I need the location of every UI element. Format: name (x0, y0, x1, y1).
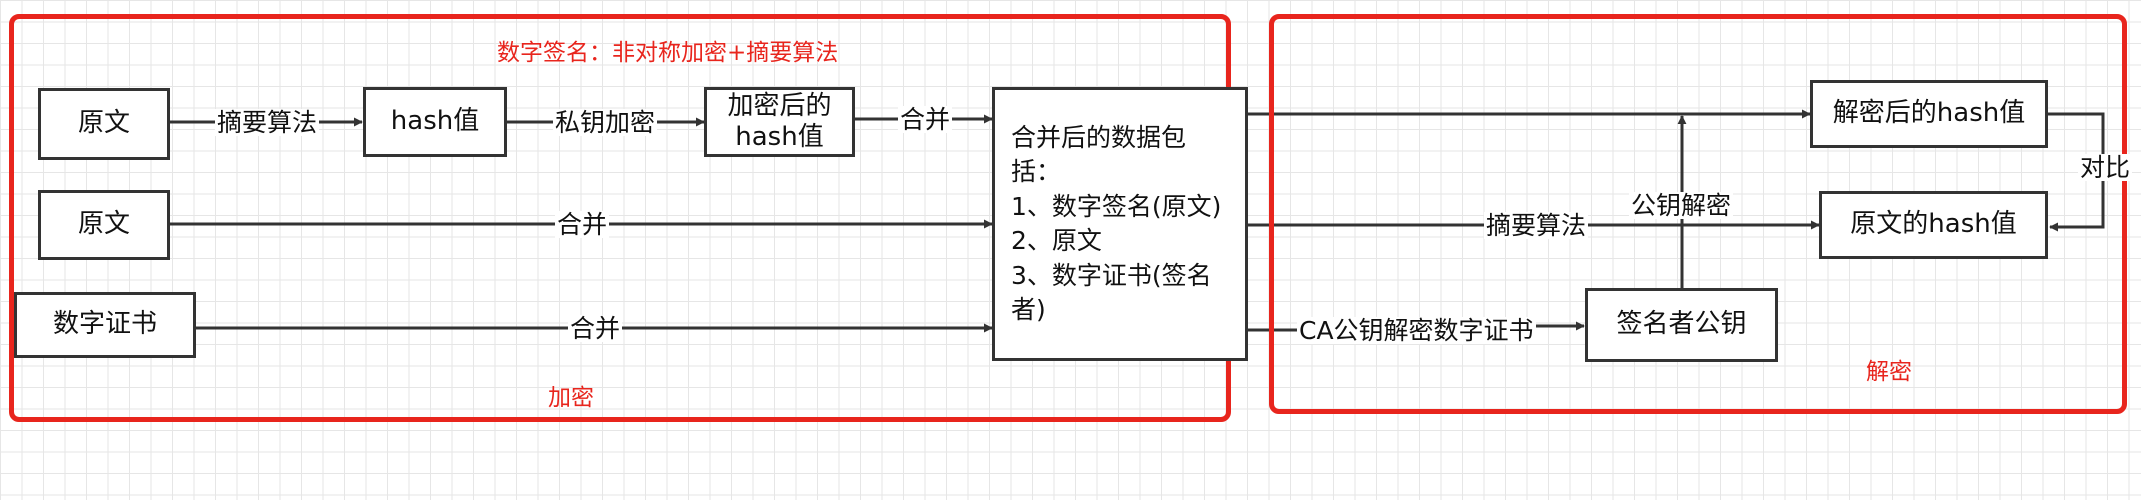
node-decrypted-hash-label: 解密后的hash值 (1832, 98, 2026, 129)
node-certificate-label: 数字证书 (52, 309, 157, 340)
verify-region-label: 解密 (1866, 359, 1912, 385)
node-encrypted-hash-label: 加密后的 hash值 (727, 90, 832, 152)
edge-label-merge-2: 合并 (555, 210, 610, 239)
node-decrypted-hash: 解密后的hash值 (1810, 80, 2048, 148)
node-certificate: 数字证书 (14, 292, 196, 358)
node-hash-value-label: hash值 (390, 106, 480, 137)
edge-label-digest-2: 摘要算法 (1484, 211, 1589, 240)
sign-region-title: 数字签名：非对称加密+摘要算法 (497, 40, 839, 66)
edge-label-pubkey-decrypt: 公钥解密 (1629, 191, 1734, 220)
node-merged-package-label: 合并后的数据包 括： 1、数字签名(原文) 2、原文 3、数字证书(签名 者) (1011, 122, 1222, 325)
sign-region-label: 加密 (548, 385, 594, 411)
node-original-1-label: 原文 (77, 108, 130, 139)
node-signer-pubkey-label: 签名者公钥 (1616, 309, 1747, 340)
node-signer-pubkey: 签名者公钥 (1585, 288, 1778, 362)
node-hash-value: hash值 (363, 87, 507, 157)
node-original-2: 原文 (38, 190, 170, 260)
edge-label-ca-decrypt: CA公钥解密数字证书 (1297, 316, 1536, 345)
node-encrypted-hash: 加密后的 hash值 (704, 87, 855, 157)
node-original-hash: 原文的hash值 (1819, 191, 2048, 259)
edge-label-digest-1: 摘要算法 (215, 108, 320, 137)
verify-region (1269, 14, 2127, 414)
edge-label-merge-3: 合并 (568, 314, 623, 343)
edge-label-private-encrypt: 私钥加密 (553, 108, 658, 137)
node-original-1: 原文 (38, 88, 170, 160)
edge-label-compare: 对比 (2078, 153, 2133, 182)
node-merged-package: 合并后的数据包 括： 1、数字签名(原文) 2、原文 3、数字证书(签名 者) (992, 87, 1248, 361)
node-original-hash-label: 原文的hash值 (1850, 209, 2017, 240)
edge-label-merge-1: 合并 (898, 105, 953, 134)
node-original-2-label: 原文 (77, 209, 130, 240)
